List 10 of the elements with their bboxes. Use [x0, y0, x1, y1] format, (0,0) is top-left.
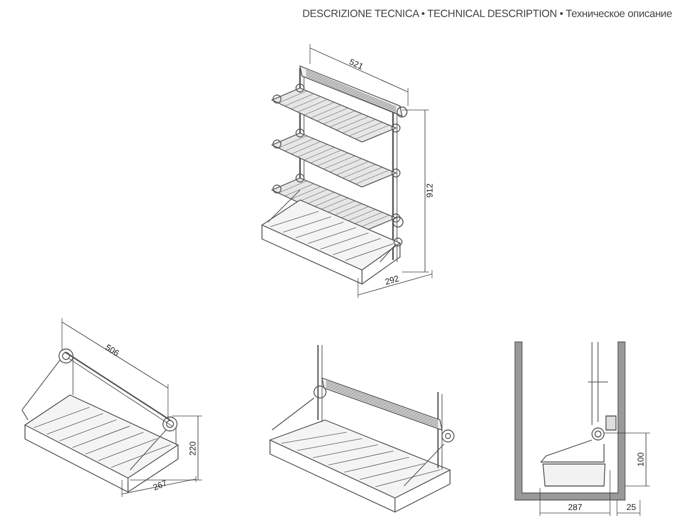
header-title: DESCRIZIONE TECNICA • TECHNICAL DESCRIPTION • Техническое описание — [302, 8, 672, 20]
dimension-value: 912 — [426, 182, 435, 198]
dimension-value: 100 — [636, 452, 646, 466]
dimension-value: 25 — [626, 502, 636, 512]
dimension-value: 287 — [568, 502, 582, 512]
dimension-value: 521 — [348, 57, 364, 71]
dimension-value: 506 — [104, 342, 120, 358]
dimension-value: 292 — [384, 274, 400, 286]
dimension-value: 220 — [188, 440, 198, 456]
dimension-value: 267 — [152, 478, 168, 492]
